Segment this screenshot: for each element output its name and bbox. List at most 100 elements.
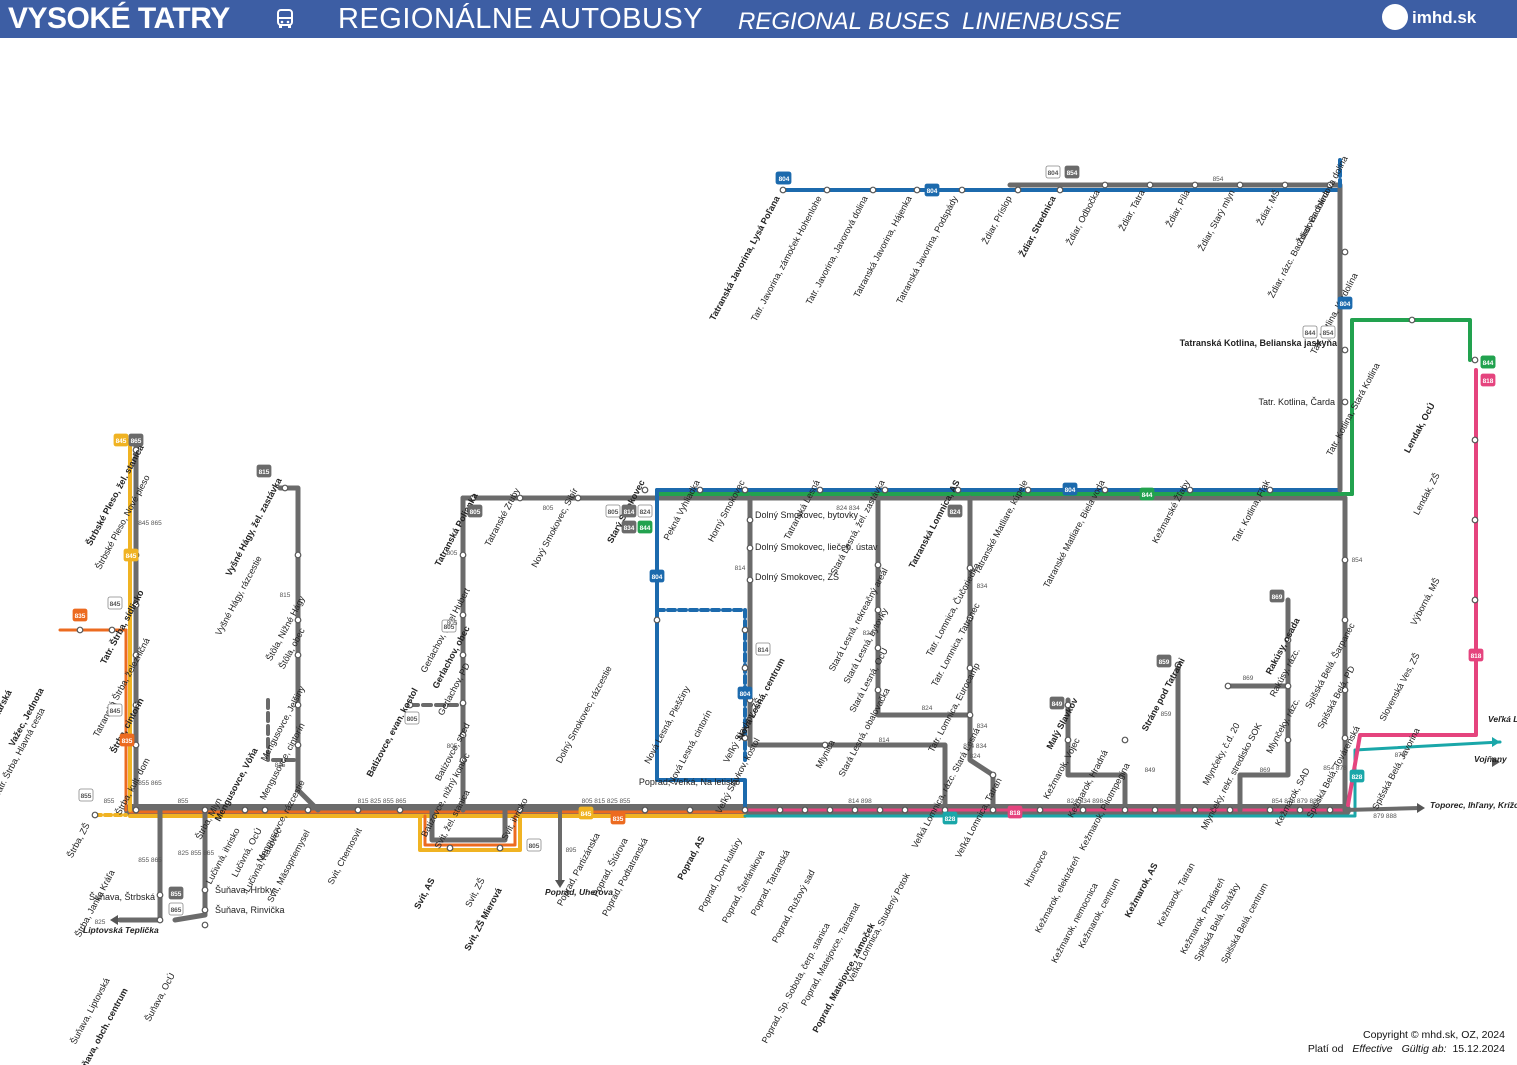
route-badge[interactable]: [1480, 373, 1496, 387]
stop-marker[interactable]: [132, 651, 140, 659]
stop-marker[interactable]: [459, 756, 467, 764]
route-badge[interactable]: [256, 464, 272, 478]
stop-marker[interactable]: [1284, 736, 1292, 744]
stop-marker[interactable]: [1341, 556, 1349, 564]
stop-marker[interactable]: [1186, 486, 1194, 494]
route-badge[interactable]: [1269, 589, 1285, 603]
stop-marker[interactable]: [1146, 181, 1154, 189]
stop-marker[interactable]: [776, 806, 784, 814]
stop-marker[interactable]: [989, 806, 997, 814]
stop-marker[interactable]: [156, 916, 164, 924]
route-badge[interactable]: [621, 520, 637, 534]
stop-marker[interactable]: [874, 644, 882, 652]
stop-marker[interactable]: [779, 186, 787, 194]
stop-marker[interactable]: [201, 906, 209, 914]
stop-marker[interactable]: [1471, 516, 1479, 524]
route-badge[interactable]: [107, 596, 123, 610]
stop-marker[interactable]: [741, 664, 749, 672]
stop-marker[interactable]: [1101, 181, 1109, 189]
stop-marker[interactable]: [641, 486, 649, 494]
route-badge[interactable]: [637, 520, 653, 534]
route-badge[interactable]: [1007, 805, 1023, 819]
route-badge[interactable]: [1320, 325, 1336, 339]
stop-marker[interactable]: [1326, 806, 1334, 814]
stop-marker[interactable]: [156, 891, 164, 899]
stop-marker[interactable]: [954, 486, 962, 494]
route-badge[interactable]: [78, 788, 94, 802]
route-badge[interactable]: [123, 548, 139, 562]
stop-marker[interactable]: [1341, 686, 1349, 694]
stop-marker[interactable]: [201, 886, 209, 894]
stop-marker[interactable]: [1471, 596, 1479, 604]
stop-marker[interactable]: [1281, 181, 1289, 189]
stop-marker[interactable]: [741, 806, 749, 814]
stop-marker[interactable]: [1174, 661, 1182, 669]
stop-marker[interactable]: [459, 611, 467, 619]
stop-marker[interactable]: [1296, 806, 1304, 814]
stop-marker[interactable]: [201, 806, 209, 814]
stop-marker[interactable]: [241, 806, 249, 814]
route-badge[interactable]: [1349, 769, 1365, 783]
stop-marker[interactable]: [1266, 806, 1274, 814]
stop-marker[interactable]: [1064, 701, 1072, 709]
route-badge[interactable]: [128, 433, 144, 447]
route-badge[interactable]: [119, 733, 135, 747]
route-badge[interactable]: [168, 902, 184, 916]
imhd-logo[interactable]: imhd.sk: [1382, 4, 1482, 32]
stop-marker[interactable]: [294, 741, 302, 749]
route-badge[interactable]: [924, 183, 940, 197]
stop-marker[interactable]: [294, 616, 302, 624]
stop-marker[interactable]: [966, 711, 974, 719]
stop-marker[interactable]: [261, 806, 269, 814]
stop-marker[interactable]: [851, 806, 859, 814]
route-badge[interactable]: [947, 504, 963, 518]
stop-marker[interactable]: [1024, 486, 1032, 494]
stop-marker[interactable]: [1151, 806, 1159, 814]
stop-marker[interactable]: [76, 626, 84, 634]
stop-marker[interactable]: [469, 494, 477, 502]
stop-marker[interactable]: [1408, 316, 1416, 324]
stop-marker[interactable]: [304, 806, 312, 814]
stop-marker[interactable]: [826, 806, 834, 814]
stop-marker[interactable]: [1014, 186, 1022, 194]
stop-marker[interactable]: [459, 731, 467, 739]
stop-marker[interactable]: [1121, 806, 1129, 814]
stop-marker[interactable]: [741, 626, 749, 634]
stop-marker[interactable]: [201, 921, 209, 929]
stop-marker[interactable]: [869, 186, 877, 194]
stop-marker[interactable]: [746, 516, 754, 524]
stop-marker[interactable]: [1341, 734, 1349, 742]
route-badge[interactable]: [755, 642, 771, 656]
stop-marker[interactable]: [396, 806, 404, 814]
stop-marker[interactable]: [958, 186, 966, 194]
route-badge[interactable]: [1468, 648, 1484, 662]
route-badge[interactable]: [1156, 654, 1172, 668]
stop-marker[interactable]: [874, 606, 882, 614]
stop-marker[interactable]: [459, 699, 467, 707]
stop-marker[interactable]: [801, 806, 809, 814]
stop-marker[interactable]: [406, 701, 414, 709]
stop-marker[interactable]: [966, 564, 974, 572]
stop-marker[interactable]: [989, 771, 997, 779]
route-badge[interactable]: [1045, 165, 1061, 179]
route-badge[interactable]: [737, 686, 753, 700]
stop-marker[interactable]: [1226, 806, 1234, 814]
stop-marker[interactable]: [1341, 248, 1349, 256]
stop-marker[interactable]: [1121, 736, 1129, 744]
stop-marker[interactable]: [1326, 181, 1334, 189]
stop-marker[interactable]: [1056, 186, 1064, 194]
route-badge[interactable]: [1480, 355, 1496, 369]
route-badge[interactable]: [942, 811, 958, 825]
stop-marker[interactable]: [653, 616, 661, 624]
route-badge[interactable]: [605, 504, 621, 518]
stop-marker[interactable]: [696, 486, 704, 494]
route-badge[interactable]: [526, 838, 542, 852]
stop-marker[interactable]: [132, 806, 140, 814]
route-badge[interactable]: [1302, 325, 1318, 339]
stop-marker[interactable]: [1064, 736, 1072, 744]
stop-marker[interactable]: [1191, 806, 1199, 814]
route-badge[interactable]: [404, 711, 420, 725]
stop-marker[interactable]: [741, 486, 749, 494]
stop-marker[interactable]: [901, 806, 909, 814]
stop-marker[interactable]: [1036, 806, 1044, 814]
